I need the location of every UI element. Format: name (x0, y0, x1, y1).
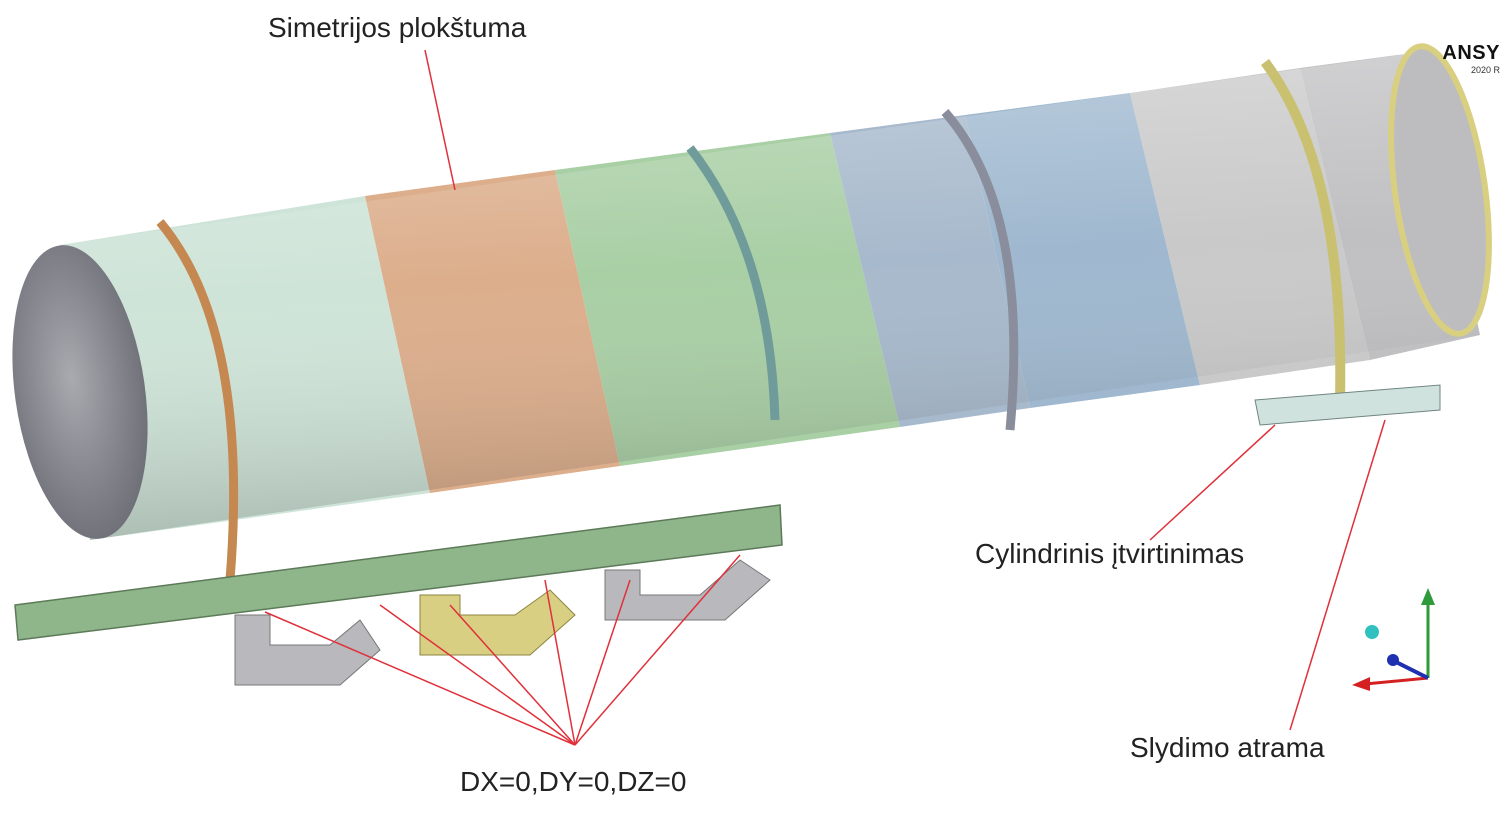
tank-shell (12, 43, 1492, 581)
axis-x (1364, 676, 1429, 686)
bracket-1 (234, 614, 381, 686)
bracket-3 (604, 559, 771, 621)
label-cylindrical-support: Cylindrinis įtvirtinimas (975, 538, 1245, 569)
axis-z-head-icon (1387, 654, 1399, 666)
leader-lines (264, 49, 1386, 746)
ring-1 (156, 219, 239, 581)
axis-y-arrow-icon (1421, 588, 1435, 605)
label-sliding-support: Slydimo atrama (1130, 732, 1325, 763)
ring-4 (1260, 59, 1346, 401)
logo-version: 2020 R (1470, 65, 1500, 75)
end-cap-left (12, 245, 148, 539)
shell-shading (60, 52, 1480, 540)
sliding-base (1254, 384, 1441, 426)
axis-triad (1352, 588, 1435, 691)
fixed-beam (14, 504, 783, 641)
end-cap-right (1388, 43, 1492, 337)
bracket-2 (419, 589, 576, 656)
logo-brand: ANSY (1442, 42, 1500, 64)
ring-2 (686, 145, 780, 421)
ansys-logo: ANSY 2020 R (1442, 42, 1500, 75)
axis-x-arrow-icon (1352, 677, 1370, 691)
label-symmetry-plane: Simetrijos plokštuma (268, 12, 527, 43)
label-fixed-constraint: DX=0,DY=0,DZ=0 (460, 766, 687, 797)
ring-3 (941, 109, 1019, 431)
supports (14, 384, 1441, 686)
view-sphere-icon (1365, 625, 1379, 639)
